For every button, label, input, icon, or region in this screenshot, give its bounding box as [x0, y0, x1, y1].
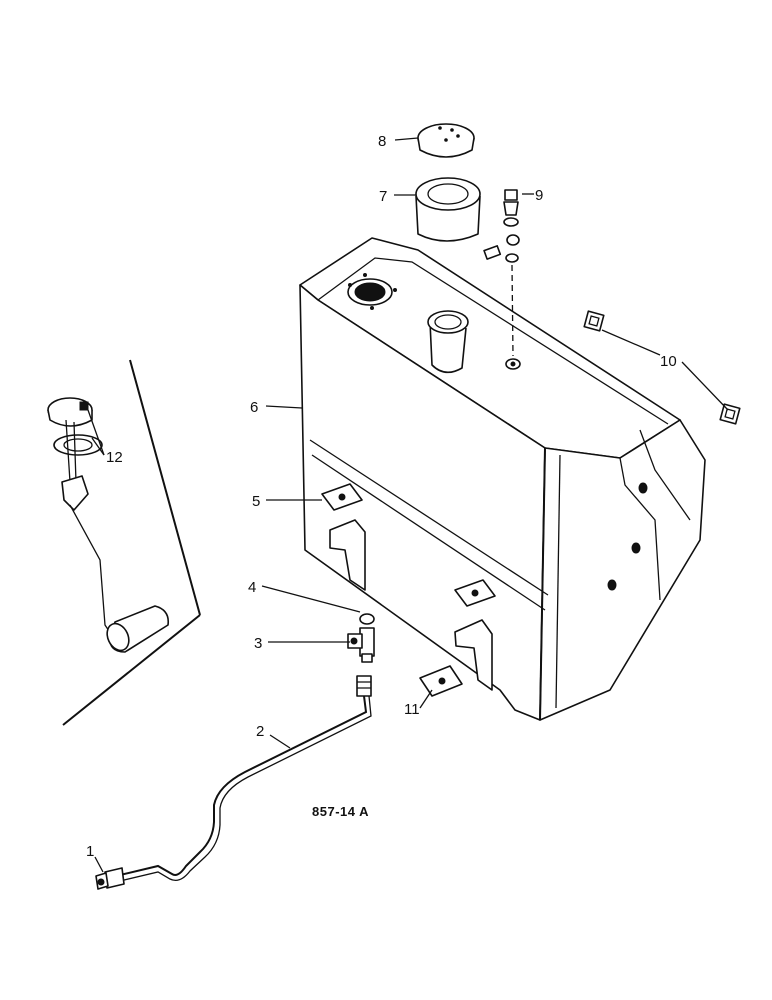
- fuel-tank: [299, 237, 706, 721]
- callout-4: 4: [248, 579, 256, 596]
- callout-10: 10: [660, 353, 677, 370]
- drain-plug: [483, 189, 520, 357]
- fitting-end: [95, 867, 125, 890]
- callout-9: 9: [535, 187, 543, 204]
- drawing-code: 857-14 A: [312, 804, 369, 819]
- callout-8: 8: [378, 133, 386, 150]
- callout-6: 6: [250, 399, 258, 416]
- rubber-pads: [583, 310, 741, 425]
- callout-7: 7: [379, 188, 387, 205]
- fuel-line: [119, 695, 372, 882]
- callout-3: 3: [254, 635, 262, 652]
- filler-cap: [417, 123, 475, 158]
- callout-labels: 8 7 9 10 6 12 5 4 3 11 2 1 857-14 A: [86, 133, 677, 860]
- callout-11: 11: [404, 701, 420, 718]
- fuel-gauge-sender: [47, 359, 201, 726]
- callout-12: 12: [106, 449, 123, 466]
- mounting-pads: [321, 483, 496, 697]
- leader-lines: [87, 137, 729, 873]
- callout-2: 2: [256, 723, 264, 740]
- callout-1: 1: [86, 843, 94, 860]
- callout-5: 5: [252, 493, 260, 510]
- shutoff-valve: [347, 613, 375, 697]
- filler-neck-sleeve: [415, 177, 481, 242]
